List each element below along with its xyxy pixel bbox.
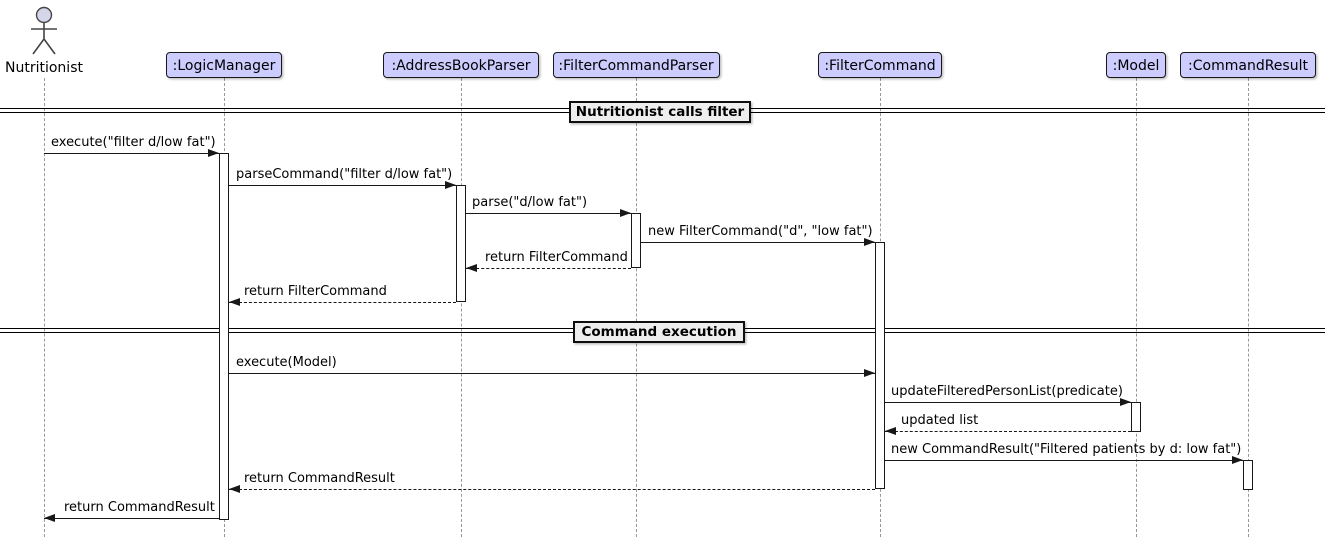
message-arrowhead — [620, 209, 631, 217]
actor-figure — [4, 4, 84, 58]
lifeline — [1136, 78, 1137, 537]
activation-bar — [219, 153, 229, 520]
activation-bar — [631, 213, 641, 268]
message-line — [229, 373, 875, 374]
message-line — [466, 213, 631, 214]
actor-icon — [31, 6, 57, 55]
activation-bar — [875, 242, 885, 489]
message-arrowhead — [229, 485, 240, 493]
lifeline — [1248, 78, 1249, 537]
message-arrowhead — [1120, 398, 1131, 406]
message-line — [44, 153, 219, 154]
activation-bar — [1131, 402, 1141, 432]
message-arrowhead — [229, 298, 240, 306]
message-label: return CommandResult — [244, 471, 395, 486]
message-arrowhead — [885, 427, 896, 435]
message-line — [885, 460, 1243, 461]
participant-box: :LogicManager — [166, 52, 282, 78]
participant-box: :AddressBookParser — [383, 52, 539, 78]
message-line — [885, 431, 1131, 432]
message-arrowhead — [44, 514, 55, 522]
message-arrowhead — [445, 181, 456, 189]
message-label: return CommandResult — [64, 500, 215, 515]
message-label: new FilterCommand("d", "low fat") — [648, 224, 873, 239]
message-line — [229, 302, 456, 303]
message-line — [229, 185, 456, 186]
message-label: updateFilteredPersonList(predicate) — [891, 384, 1123, 399]
participant-box: :FilterCommand — [818, 52, 942, 78]
divider-label-box: Nutritionist calls filter — [569, 101, 751, 123]
message-line — [466, 268, 631, 269]
lifeline — [636, 78, 637, 537]
message-label: parseCommand("filter d/low fat") — [236, 167, 453, 182]
message-line — [229, 489, 875, 490]
participant-box: :Model — [1106, 52, 1166, 78]
participant-box: :CommandResult — [1180, 52, 1316, 78]
message-label: return FilterCommand — [244, 284, 387, 299]
message-label: execute(Model) — [236, 355, 337, 370]
message-label: return FilterCommand — [485, 250, 628, 265]
lifeline — [44, 78, 45, 537]
message-label: execute("filter d/low fat") — [51, 135, 216, 150]
message-label: updated list — [901, 413, 979, 428]
message-line — [885, 402, 1131, 403]
message-arrowhead — [208, 149, 219, 157]
message-line — [641, 242, 875, 243]
message-label: new CommandResult("Filtered patients by … — [891, 442, 1242, 457]
message-line — [44, 518, 219, 519]
participant-box: :FilterCommandParser — [552, 52, 720, 78]
message-arrowhead — [1232, 456, 1243, 464]
message-arrowhead — [864, 369, 875, 377]
activation-bar — [456, 185, 466, 302]
divider-label-box: Command execution — [573, 321, 745, 343]
activation-bar — [1243, 460, 1253, 490]
actor-label: Nutritionist — [5, 60, 83, 76]
message-label: parse("d/low fat") — [472, 195, 588, 210]
message-arrowhead — [864, 238, 875, 246]
lifeline — [461, 78, 462, 537]
message-arrowhead — [466, 264, 477, 272]
